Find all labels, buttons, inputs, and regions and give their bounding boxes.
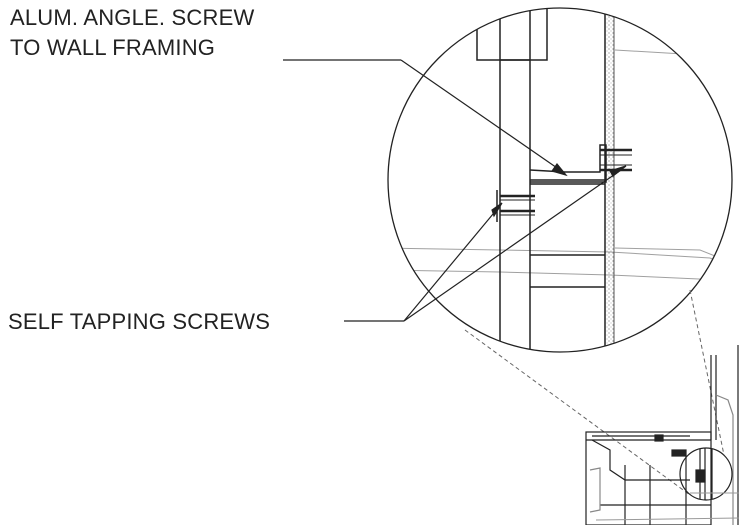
top-block <box>476 8 548 61</box>
callout-angle-line1: ALUM. ANGLE. SCREW <box>10 5 255 30</box>
section-gray-lines <box>595 492 739 521</box>
callout-self-tapping-screws: SELF TAPPING SCREWS <box>8 309 271 334</box>
aluminum-angle <box>529 144 607 183</box>
reference-circle <box>679 447 733 501</box>
blocking <box>530 179 605 288</box>
sheathing <box>606 8 614 352</box>
detail-circle-outline <box>387 7 733 353</box>
detail-bubble <box>387 7 733 353</box>
leader-angle <box>283 59 568 177</box>
background-contours <box>388 49 732 281</box>
projection-lines <box>464 289 725 496</box>
callout-angle-line2: TO WALL FRAMING <box>10 35 216 60</box>
screws-left <box>500 194 535 213</box>
overall-section <box>585 345 739 525</box>
leader-screws <box>344 165 627 322</box>
